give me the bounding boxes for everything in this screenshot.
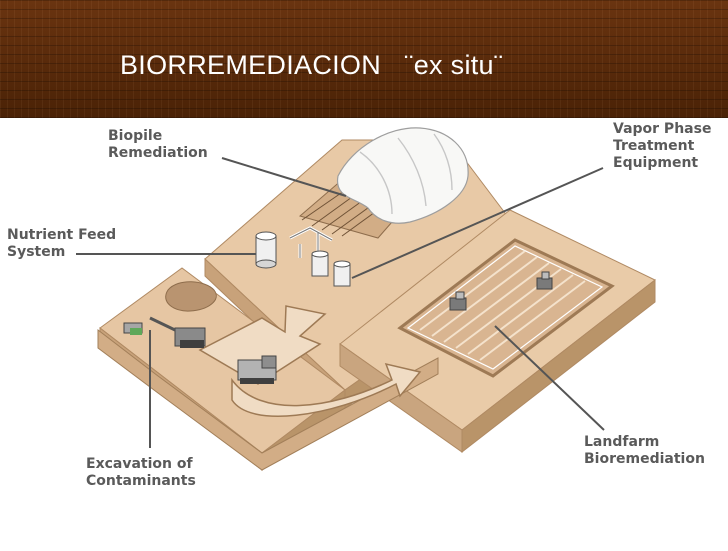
title-banner: BIORREMEDIACION ¨ex situ¨ (0, 0, 728, 118)
leader-landfarm (494, 325, 605, 431)
leader-lines (76, 157, 605, 448)
label-line: Contaminants (86, 473, 196, 489)
label-line: Nutrient Feed (7, 227, 117, 243)
label-line: Equipment (613, 155, 699, 171)
label-line: Remediation (108, 145, 208, 161)
label-line: Landfarm (584, 434, 660, 450)
label-line: Bioremediation (584, 451, 705, 467)
label-line: Excavation of (86, 456, 193, 472)
label-line: Vapor Phase (613, 121, 712, 137)
tanks (255, 231, 351, 287)
diagram-illustration (76, 127, 656, 472)
leader-biopile (221, 157, 347, 197)
bioremediation-diagram: Biopile Remediation Vapor Phase Treatmen… (0, 118, 728, 546)
label-line: System (7, 244, 66, 260)
label-biopile-remediation: Biopile Remediation (108, 128, 208, 162)
label-vapor-phase-treatment: Vapor Phase Treatment Equipment (613, 121, 711, 172)
label-landfarm-bioremediation: Landfarm Bioremediation (584, 434, 705, 468)
slide-title: BIORREMEDIACION ¨ex situ¨ (120, 50, 504, 80)
landfarm-platform (339, 209, 656, 454)
label-nutrient-feed-system: Nutrient Feed System (7, 227, 116, 261)
label-line: Biopile (108, 128, 163, 144)
label-line: Treatment (613, 138, 695, 154)
lower-platform (97, 267, 439, 472)
biopile (289, 127, 469, 258)
label-excavation-of-contaminants: Excavation of Contaminants (86, 456, 196, 490)
leader-vapor (351, 167, 604, 279)
